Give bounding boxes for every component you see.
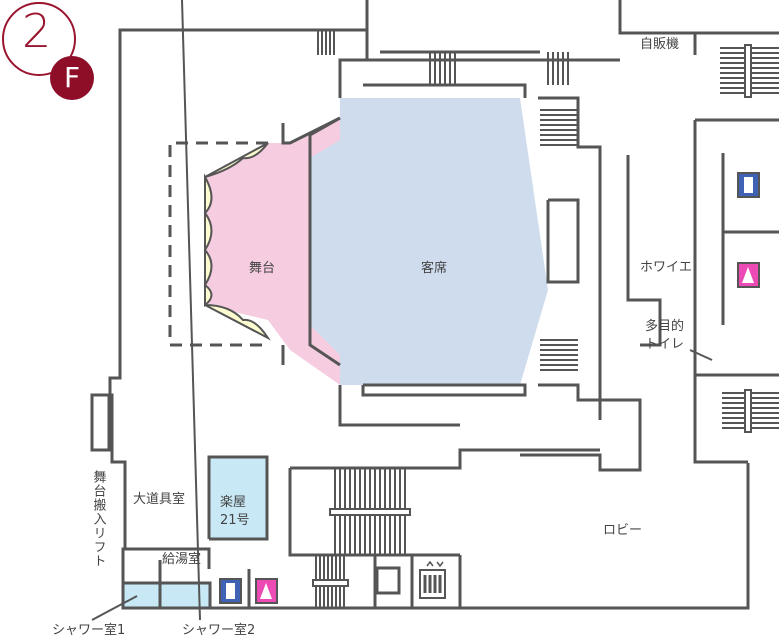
vending-label: 自販機 (640, 37, 680, 52)
shower1-label: シャワー室1 (52, 623, 126, 638)
elevator-icon (419, 560, 446, 599)
lobby-label: ロビー (603, 523, 643, 538)
womens-toilet-icon (737, 262, 760, 288)
stage-label: 舞台 (249, 261, 276, 276)
shower2-label: シャワー室2 (182, 623, 256, 638)
prop-room-label: 大道具室 (133, 492, 186, 507)
foyer-label: ホワイエ (640, 260, 692, 275)
stage-area (205, 118, 340, 385)
seating-label: 客席 (421, 261, 448, 276)
dressing-room-area (209, 457, 267, 539)
floor-number: 2 (22, 4, 52, 58)
stairs (312, 30, 779, 608)
label-line: 21号 (220, 512, 250, 528)
mens-toilet-icon (737, 172, 760, 198)
womens-toilet-icon (255, 578, 278, 604)
label-line: 楽屋 (220, 495, 247, 510)
seating-area (310, 98, 548, 385)
floor-badge (2, 2, 76, 76)
floor-letter: F (50, 56, 94, 100)
multipurpose-toilet-label: 多目的トイレ (645, 318, 684, 353)
mens-toilet-icon (219, 578, 242, 604)
label-line: トイレ (645, 336, 685, 352)
label-line: 多目的 (645, 319, 685, 334)
lift-label: 舞台搬入リフト (90, 470, 106, 568)
kitchenette-label: 給湯室 (162, 552, 202, 567)
shower2-area (160, 583, 210, 608)
shower1-area (123, 583, 160, 608)
dressing-room-label: 楽屋 21号 (220, 494, 250, 529)
